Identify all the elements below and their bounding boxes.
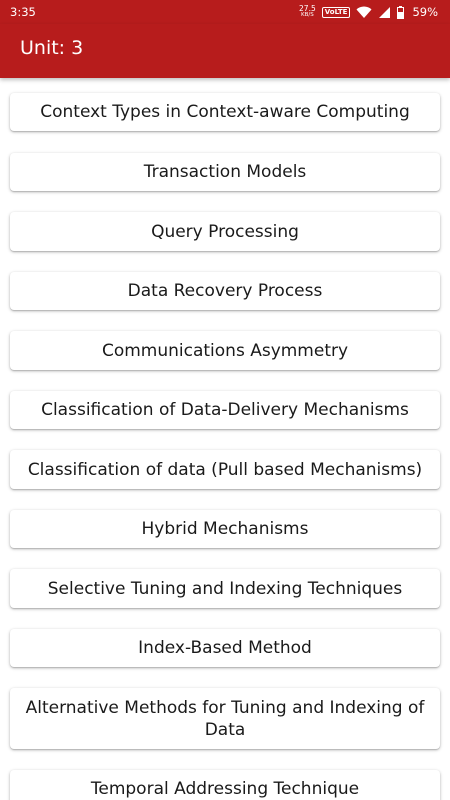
topic-item-temporal-addressing[interactable]: Temporal Addressing Technique <box>10 770 440 800</box>
topic-item-transaction-models[interactable]: Transaction Models <box>10 153 440 191</box>
page-title: Unit: 3 <box>20 37 84 59</box>
topic-item-data-recovery[interactable]: Data Recovery Process <box>10 272 440 310</box>
topic-item-communications-asymmetry[interactable]: Communications Asymmetry <box>10 331 440 370</box>
topic-item-alternative-methods[interactable]: Alternative Methods for Tuning and Index… <box>10 688 440 749</box>
topic-item-pull-based-classification[interactable]: Classification of data (Pull based Mecha… <box>10 450 440 489</box>
topic-item-context-types[interactable]: Context Types in Context-aware Computing <box>10 93 440 131</box>
app-bar: Unit: 3 <box>0 24 450 78</box>
topic-item-selective-tuning[interactable]: Selective Tuning and Indexing Techniques <box>10 569 440 608</box>
topic-list[interactable]: Context Types in Context-aware Computing… <box>0 78 450 800</box>
topic-item-data-delivery-classification[interactable]: Classification of Data-Delivery Mechanis… <box>10 391 440 429</box>
network-speed-unit: KB/S <box>301 12 314 18</box>
topic-item-query-processing[interactable]: Query Processing <box>10 212 440 251</box>
status-time: 3:35 <box>10 5 36 19</box>
volte-badge: VoLTE <box>321 6 351 18</box>
status-icons: 27.5 KB/S VoLTE 59% <box>299 3 438 21</box>
network-speed: 27.5 KB/S <box>299 5 316 19</box>
wifi-icon <box>356 6 372 18</box>
topic-item-index-based-method[interactable]: Index-Based Method <box>10 629 440 667</box>
status-bar: 3:35 27.5 KB/S VoLTE 59% <box>0 0 450 24</box>
topic-item-hybrid-mechanisms[interactable]: Hybrid Mechanisms <box>10 510 440 548</box>
network-speed-value: 27.5 <box>299 4 316 13</box>
signal-icon <box>379 6 391 18</box>
battery-percent: 59% <box>412 5 438 19</box>
battery-icon <box>397 5 405 19</box>
